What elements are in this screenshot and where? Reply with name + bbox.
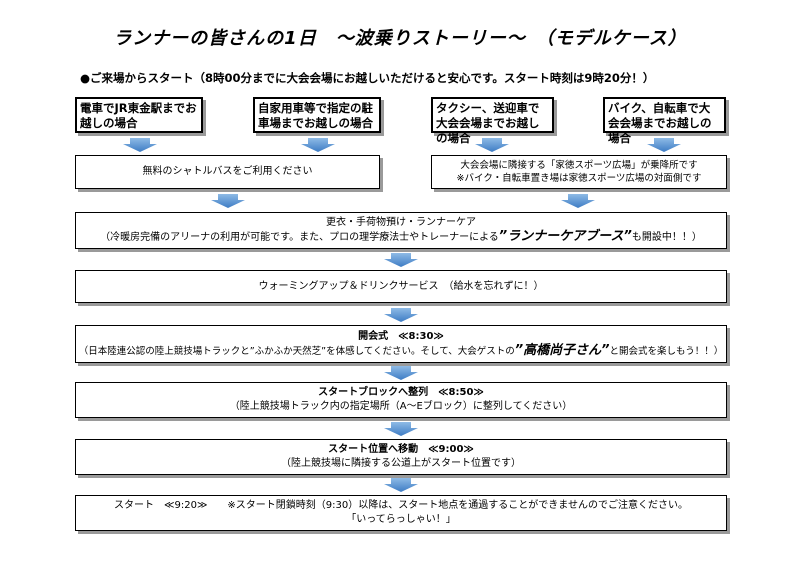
- start-text: スタート ≪9:20≫ ※スタート閉鎖時刻（9:30）以降は、スタート地点を通過…: [114, 500, 688, 511]
- opening-desc: （日本陸連公認の陸上競技場トラックと”ふかふか天然芝”を体感してください。そして…: [78, 346, 515, 357]
- start-farewell: 「いってらっしゃい！」: [346, 514, 456, 525]
- changing-title: 更衣・手荷物預け・ランナーケア: [326, 217, 476, 228]
- changing-desc: （冷暖房完備のアリーナの利用が可能です。また、プロの理学療法士やトレーナーによる: [100, 232, 499, 243]
- shuttle-text: 無料のシャトルバスをご利用ください: [142, 166, 313, 177]
- arrow-down-icon: [211, 194, 245, 208]
- position-box: スタート位置へ移動 ≪9:00≫ （陸上競技場に隣接する公道上がスタート位置です…: [75, 439, 727, 475]
- position-desc: （陸上競技場に隣接する公道上がスタート位置です）: [281, 458, 521, 469]
- source-bike-box: バイク、自転車で大会会場までお越しの場合: [603, 97, 726, 145]
- block-title: スタートブロックへ整列 ≪8:50≫: [318, 387, 484, 398]
- opening-desc-end: と開会式を楽しもう！！）: [609, 346, 724, 357]
- arrow-down-icon: [384, 308, 418, 322]
- arrow-down-icon: [561, 194, 595, 208]
- dropoff-line2: ※バイク・自転車置き場は家徳スポーツ広場の対面側です: [456, 173, 702, 184]
- source-taxi-label: タクシー、送迎車で大会会場までお越しの場合: [436, 101, 540, 145]
- runner-care-booth: ”ランナーケアブース”: [498, 229, 632, 244]
- arrow-down-icon: [475, 138, 509, 152]
- dropoff-line1: 大会会場に隣接する「家徳スポーツ広場」が乗降所です: [460, 160, 698, 171]
- opening-title: 開会式 ≪8:30≫: [358, 331, 444, 342]
- start-box: スタート ≪9:20≫ ※スタート閉鎖時刻（9:30）以降は、スタート地点を通過…: [75, 495, 727, 531]
- page-title: ランナーの皆さんの1日 ～波乗りストーリー～ （モデルケース）: [113, 28, 687, 49]
- shuttle-box: 無料のシャトルバスをご利用ください: [75, 155, 380, 189]
- arrow-down-icon: [384, 366, 418, 380]
- source-car-box: 自家用車等で指定の駐車場までお越しの場合: [253, 97, 381, 133]
- position-title: スタート位置へ移動 ≪9:00≫: [328, 444, 474, 455]
- arrow-down-icon: [123, 138, 157, 152]
- intro-text: ●ご来場からスタート（8時00分までに大会会場にお越しいただけると安心です。スタ…: [80, 71, 655, 85]
- source-bike-label: バイク、自転車で大会会場までお越しの場合: [608, 101, 712, 145]
- changing-desc-end: も開設中！！）: [631, 232, 702, 243]
- source-train-box: 電車でJR東金駅までお越しの場合: [75, 97, 203, 133]
- warmup-box: ウォーミングアップ＆ドリンクサービス （給水を忘れずに！）: [75, 270, 727, 303]
- arrow-down-icon: [384, 478, 418, 492]
- dropoff-box: 大会会場に隣接する「家徳スポーツ広場」が乗降所です ※バイク・自転車置き場は家徳…: [431, 155, 727, 189]
- arrow-down-icon: [384, 422, 418, 436]
- source-taxi-box: タクシー、送迎車で大会会場までお越しの場合: [431, 97, 554, 145]
- arrow-down-icon: [647, 138, 681, 152]
- source-train-label: 電車でJR東金駅までお越しの場合: [80, 101, 197, 130]
- arrow-down-icon: [301, 138, 335, 152]
- opening-box: 開会式 ≪8:30≫ （日本陸連公認の陸上競技場トラックと”ふかふか天然芝”を体…: [75, 325, 727, 363]
- block-desc: （陸上競技場トラック内の指定場所（A～Eブロック）に整列してください）: [229, 401, 573, 412]
- block-box: スタートブロックへ整列 ≪8:50≫ （陸上競技場トラック内の指定場所（A～Eブ…: [75, 382, 727, 418]
- guest-name: ”高橋尚子さん”: [514, 343, 610, 358]
- changing-box: 更衣・手荷物預け・ランナーケア （冷暖房完備のアリーナの利用が可能です。また、プ…: [75, 212, 727, 249]
- arrow-down-icon: [384, 253, 418, 267]
- source-car-label: 自家用車等で指定の駐車場までお越しの場合: [258, 101, 373, 130]
- warmup-text: ウォーミングアップ＆ドリンクサービス （給水を忘れずに！）: [258, 280, 544, 292]
